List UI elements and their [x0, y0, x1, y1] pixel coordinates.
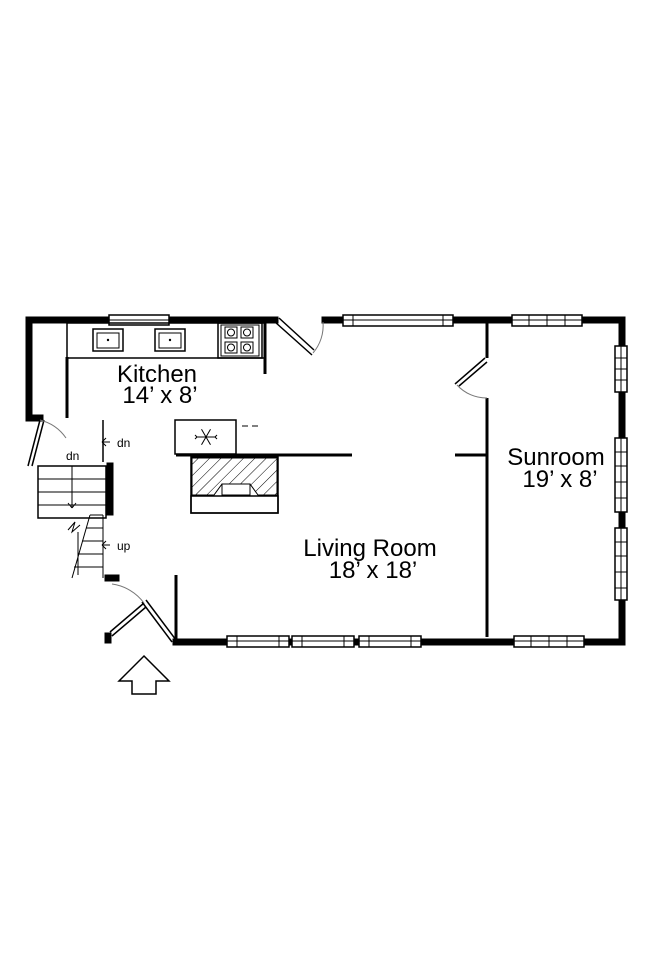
- refrigerator: [174, 419, 258, 455]
- room-dimensions-kitchen: 14’ x 8’: [122, 382, 197, 409]
- kitchen-fixtures: [66, 322, 279, 514]
- dn-arrow-top: [101, 437, 110, 447]
- kitchen-counter: [66, 322, 266, 359]
- window-living-bottom-3: [358, 635, 422, 648]
- fireplace: [176, 453, 279, 514]
- stairs-up: [67, 514, 104, 579]
- room-dimensions-living-room: 18’ x 18’: [329, 557, 418, 584]
- window-sunroom-top: [511, 314, 583, 327]
- stair-label-dn-top: dn: [117, 436, 130, 450]
- room-name-kitchen: Kitchen: [117, 361, 197, 388]
- stairs-down: [37, 465, 107, 519]
- windows: [108, 314, 628, 648]
- snowflake-icon: [194, 428, 218, 446]
- door-top-exterior: [274, 317, 324, 356]
- room-dimensions-sunroom: 19’ x 8’: [522, 466, 597, 493]
- room-labels: Kitchen 14’ x 8’ Living Room 18’ x 18’ S…: [117, 361, 605, 584]
- window-kitchen-top: [108, 314, 170, 326]
- window-sunroom-right-1: [614, 345, 628, 393]
- window-living-bottom-2: [291, 635, 355, 648]
- room-name-sunroom: Sunroom: [507, 444, 604, 471]
- window-sunroom-right-2: [614, 437, 628, 513]
- door-side: [27, 419, 67, 467]
- double-sink: [92, 328, 186, 352]
- stair-label-dn-left: dn: [66, 449, 79, 463]
- stair-label-up: up: [117, 539, 131, 553]
- stove: [217, 322, 263, 359]
- window-sunroom-right-3: [614, 527, 628, 601]
- window-living-top: [342, 314, 454, 327]
- doors: [27, 317, 488, 643]
- window-living-bottom-1: [226, 635, 290, 648]
- up-arrow: [101, 540, 110, 550]
- entry-arrow-icon: [117, 654, 171, 695]
- window-sunroom-bottom: [513, 635, 585, 648]
- door-sunroom: [454, 357, 488, 399]
- door-entry: [109, 583, 177, 643]
- room-name-living-room: Living Room: [303, 535, 436, 562]
- stairs: dn dn up: [37, 436, 131, 579]
